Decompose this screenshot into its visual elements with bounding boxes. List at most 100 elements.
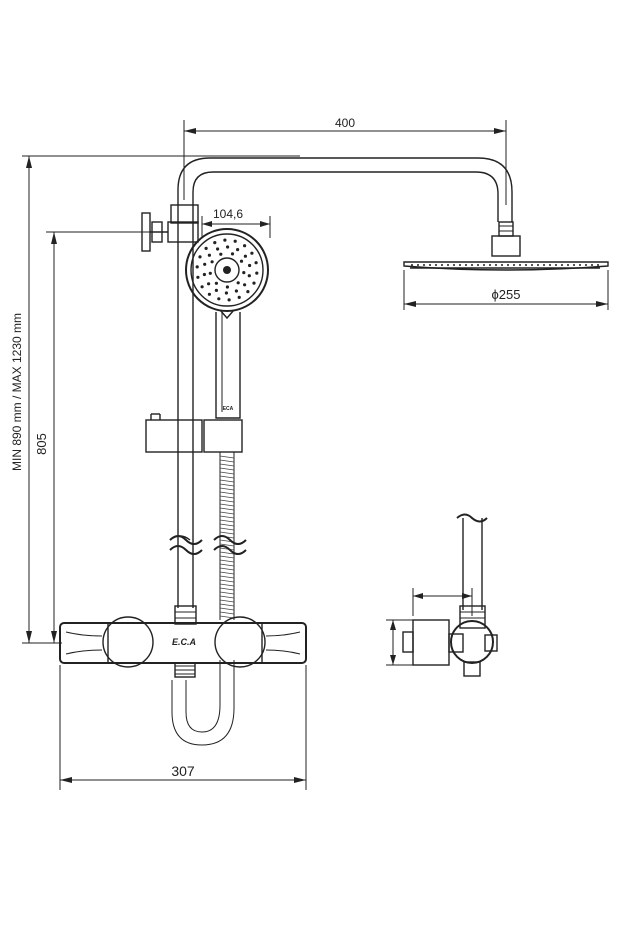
hose-stripe xyxy=(219,583,235,587)
hose-stripe xyxy=(219,591,235,595)
hose-stripe xyxy=(219,575,235,579)
mixer-logo: E.C.A xyxy=(172,637,196,647)
hand-nozzle-dot xyxy=(196,275,200,279)
nozzle-dot xyxy=(513,264,515,266)
hose-stripe xyxy=(219,559,235,563)
hose-stripe xyxy=(219,523,235,527)
hose-stripe xyxy=(219,563,235,567)
hose-stripe xyxy=(219,547,235,551)
nozzle-dot xyxy=(573,264,575,266)
hand-nozzle-dot xyxy=(247,274,251,278)
hand-nozzle-dot xyxy=(207,292,211,296)
nozzle-dot xyxy=(537,264,539,266)
hand-nozzle-dot xyxy=(248,263,252,268)
hose-stripe xyxy=(219,491,235,495)
hand-nozzle-dot xyxy=(243,254,247,258)
hand-nozzle-dot xyxy=(255,271,259,275)
shower-riser xyxy=(169,157,513,625)
hand-nozzle-dot xyxy=(250,251,254,255)
hand-nozzle-dot xyxy=(203,262,207,266)
nozzle-dot xyxy=(507,264,509,266)
hand-nozzle-dot xyxy=(195,265,199,269)
dimension-rail-height: 805 xyxy=(22,231,150,644)
side-view xyxy=(386,513,498,677)
nozzle-row xyxy=(411,264,599,266)
hand-nozzle-dot xyxy=(236,248,240,252)
dimension-head-diameter: ϕ255 xyxy=(403,270,609,310)
nozzle-dot xyxy=(543,264,545,266)
hand-nozzle-dot xyxy=(216,247,220,251)
mixer-width-label: 307 xyxy=(171,763,195,779)
hose-stripe xyxy=(219,603,235,607)
nozzle-dot xyxy=(549,264,551,266)
hose-stripe xyxy=(219,531,235,535)
hand-shower-logo: ECA xyxy=(223,406,234,412)
nozzle-dot xyxy=(561,264,563,266)
hand-nozzle-dot xyxy=(243,244,247,248)
nozzle-dot xyxy=(441,264,443,266)
overhead-shower-head xyxy=(403,221,609,271)
hose-stripe xyxy=(219,611,235,615)
hand-shower: ECA xyxy=(185,228,269,419)
nozzle-dot xyxy=(435,264,437,266)
hand-nozzle-dot xyxy=(198,255,202,259)
hand-nozzle-dot xyxy=(243,283,247,287)
nozzle-dot xyxy=(471,264,473,266)
hose-stripe xyxy=(219,579,235,583)
hand-nozzle-dot xyxy=(217,297,221,301)
dimension-height-range: MIN 890 mm / MAX 1230 mm xyxy=(10,155,300,643)
nozzle-dot xyxy=(555,264,557,266)
hose-stripe xyxy=(219,511,235,515)
hose-stripe xyxy=(219,587,235,591)
nozzle-dot xyxy=(483,264,485,266)
hose-stripe xyxy=(219,475,235,479)
nozzle-dot xyxy=(501,264,503,266)
hose-stripe xyxy=(219,467,235,471)
diverter-knob xyxy=(141,204,199,252)
hose-stripe xyxy=(219,595,235,599)
hose-stripe xyxy=(219,567,235,571)
nozzle-dot xyxy=(579,264,581,266)
hand-nozzle-dot xyxy=(208,271,212,275)
hand-nozzle-dot xyxy=(237,295,241,299)
hand-nozzle-dot xyxy=(254,261,258,265)
dimension-mixer-width: 307 xyxy=(59,665,307,790)
nozzle-dot xyxy=(525,264,527,266)
hose-stripe xyxy=(219,615,235,619)
nozzle-dot xyxy=(429,264,431,266)
hose-stripe xyxy=(219,519,235,523)
hose-stripe xyxy=(219,551,235,555)
hose-stripe xyxy=(219,459,235,463)
nozzle-dot xyxy=(411,264,413,266)
hand-nozzle-dot xyxy=(233,239,237,243)
hand-nozzle-dot xyxy=(234,289,238,293)
nozzle-dot xyxy=(459,264,461,266)
hand-nozzle-dot xyxy=(214,288,218,292)
hand-nozzle-dot xyxy=(219,252,223,256)
hose-stripe xyxy=(219,599,235,603)
nozzle-dot xyxy=(585,264,587,266)
hose-stripe xyxy=(219,507,235,511)
dimension-hand-shower-offset: 104,6 xyxy=(201,207,271,238)
nozzle-dot xyxy=(591,264,593,266)
hose-stripe xyxy=(219,515,235,519)
nozzle-dot xyxy=(465,264,467,266)
hose-stripe xyxy=(219,503,235,507)
hose-stripe xyxy=(219,499,235,503)
rail-height-label: 805 xyxy=(34,433,49,455)
hand-nozzle-dot xyxy=(200,285,204,289)
hand-shower-nozzles xyxy=(195,238,259,302)
nozzle-dot xyxy=(489,264,491,266)
hand-nozzle-dot xyxy=(225,285,229,289)
hand-shower-offset-label: 104,6 xyxy=(213,207,243,221)
nozzle-dot xyxy=(417,264,419,266)
nozzle-dot xyxy=(447,264,449,266)
hose-stripe xyxy=(219,543,235,547)
hand-nozzle-dot xyxy=(207,253,211,257)
hand-nozzle-dot xyxy=(202,272,206,277)
head-diameter-label: ϕ255 xyxy=(492,287,521,302)
hand-nozzle-dot xyxy=(226,245,230,249)
hose-stripe xyxy=(219,555,235,559)
hand-nozzle-dot xyxy=(223,238,227,242)
hose-stripe xyxy=(219,571,235,575)
